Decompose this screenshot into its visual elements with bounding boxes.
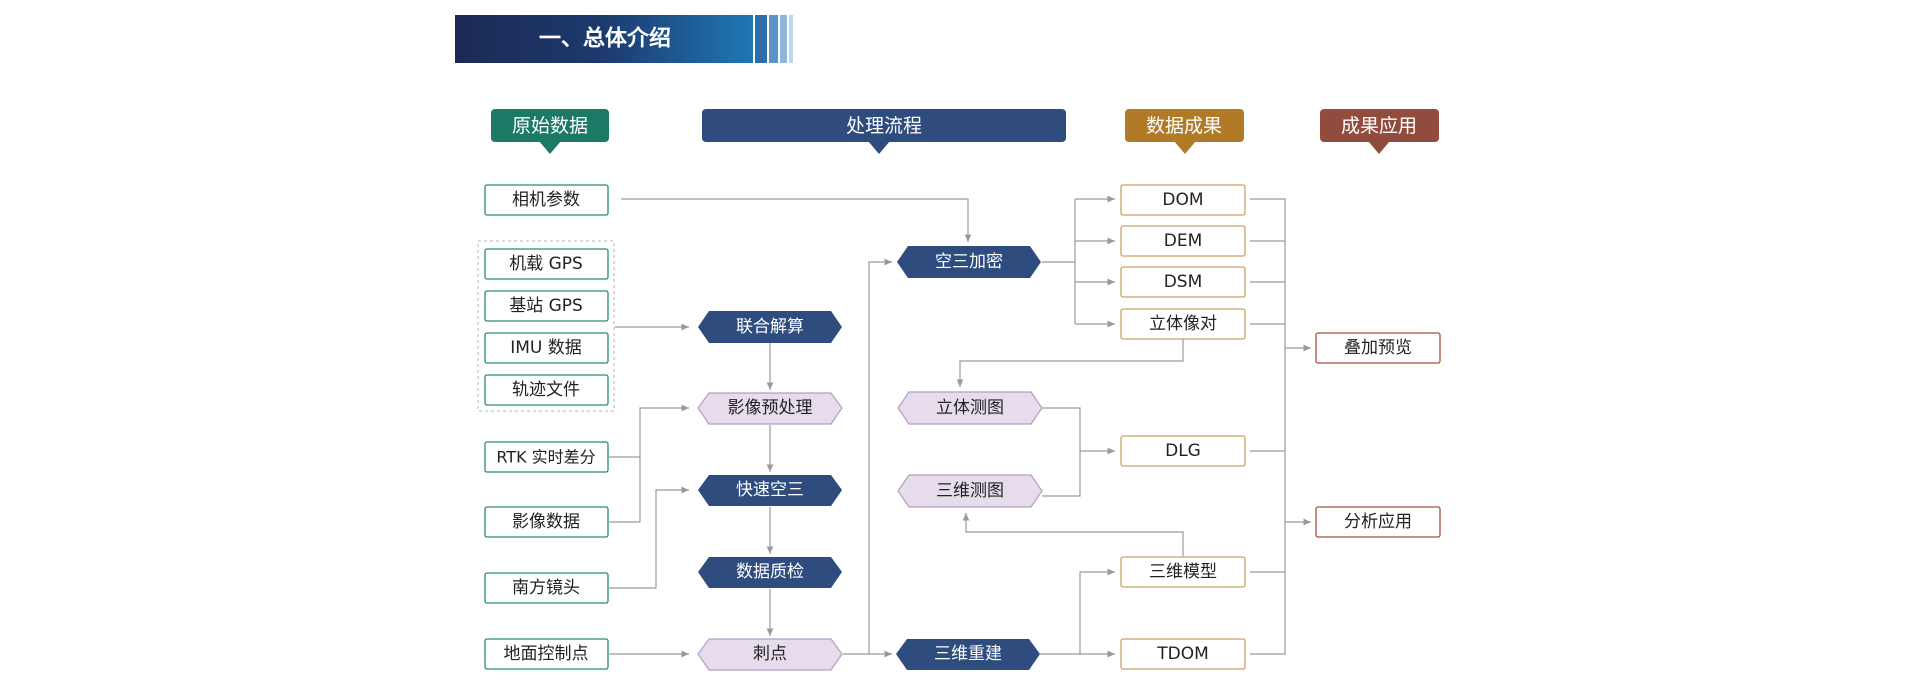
- node-joint-solution-label: 联合解算: [736, 317, 804, 337]
- gps-group-frame: [477, 240, 615, 412]
- node-quick-at: 快速空三: [698, 475, 842, 506]
- edge-model-to-3d-mapping: [962, 513, 1184, 556]
- node-stereo-pair-label: 立体像对: [1149, 314, 1217, 334]
- node-overlay-preview-label: 叠加预览: [1344, 338, 1412, 358]
- node-3d-model-label: 三维模型: [1149, 562, 1217, 582]
- node-pricking: 刺点: [697, 638, 843, 671]
- node-dsm-label: DSM: [1164, 272, 1203, 292]
- edge-mapping-to-dlg-bracket: [1042, 407, 1081, 497]
- node-airborne-gps-label: 机载 GPS: [509, 254, 583, 274]
- edge-stereo-pair-to-stereo-mapping: [956, 339, 1184, 387]
- node-preprocess-label: 影像预处理: [728, 398, 813, 418]
- node-dem: DEM: [1120, 225, 1246, 257]
- node-trajectory: 轨迹文件: [484, 374, 609, 406]
- page-title: 一、总体介绍: [539, 26, 671, 52]
- node-gcp: 地面控制点: [484, 638, 609, 670]
- node-3d-mapping: 三维测图: [897, 474, 1043, 508]
- node-trajectory-label: 轨迹文件: [512, 380, 580, 400]
- node-aerotriangulation: 空三加密: [897, 246, 1041, 278]
- node-aerotriangulation-label: 空三加密: [935, 252, 1003, 272]
- node-dlg-label: DLG: [1165, 441, 1201, 461]
- node-quick-at-label: 快速空三: [736, 480, 804, 500]
- node-joint-solution: 联合解算: [698, 311, 842, 343]
- node-dlg: DLG: [1120, 435, 1246, 467]
- node-dom: DOM: [1120, 184, 1246, 216]
- column-header-process: 处理流程: [702, 109, 1066, 154]
- node-pricking-label: 刺点: [753, 644, 787, 664]
- column-header-results: 数据成果: [1125, 109, 1244, 154]
- edge-lens-to-quickat: [609, 486, 689, 589]
- edge-camera-to-at: [621, 198, 972, 242]
- edge-rtk-to-preprocess: [609, 404, 689, 458]
- column-header-apps: 成果应用: [1320, 109, 1439, 154]
- node-rtk-label: RTK 实时差分: [496, 448, 595, 467]
- node-analysis: 分析应用: [1315, 506, 1441, 538]
- node-3d-mapping-label: 三维测图: [936, 481, 1004, 501]
- connectors: [609, 195, 1311, 658]
- node-dom-label: DOM: [1162, 190, 1203, 210]
- node-stereo-mapping-label: 立体测图: [936, 398, 1004, 418]
- node-dsm: DSM: [1120, 266, 1246, 298]
- edge-reconstruction-to-model: [1040, 568, 1115, 655]
- node-overlay-preview: 叠加预览: [1315, 332, 1441, 364]
- edge-imagery-to-preprocess: [609, 457, 641, 523]
- node-stereo-pair: 立体像对: [1120, 308, 1246, 340]
- node-dem-label: DEM: [1164, 231, 1203, 251]
- column-header-raw: 原始数据: [491, 109, 609, 154]
- node-analysis-label: 分析应用: [1344, 512, 1412, 532]
- node-camera-params-label: 相机参数: [512, 190, 580, 210]
- edge-pricking-to-at: [843, 258, 892, 655]
- section-title-banner: 一、总体介绍: [455, 15, 793, 63]
- node-imu: IMU 数据: [484, 332, 609, 364]
- column-header-raw-label: 原始数据: [512, 115, 588, 137]
- node-preprocess: 影像预处理: [697, 392, 843, 425]
- node-quality-check-label: 数据质检: [736, 562, 804, 582]
- node-quality-check: 数据质检: [698, 557, 842, 588]
- node-lens: 南方镜头: [484, 572, 609, 604]
- node-imagery: 影像数据: [484, 506, 609, 538]
- node-3d-reconstruction: 三维重建: [896, 639, 1040, 670]
- node-base-gps-label: 基站 GPS: [509, 296, 583, 316]
- node-tdom-label: TDOM: [1156, 644, 1209, 664]
- node-gcp-label: 地面控制点: [504, 644, 589, 664]
- column-header-apps-label: 成果应用: [1341, 115, 1417, 137]
- column-header-results-label: 数据成果: [1146, 115, 1222, 137]
- column-header-process-label: 处理流程: [846, 115, 922, 137]
- node-airborne-gps: 机载 GPS: [484, 248, 609, 280]
- node-rtk: RTK 实时差分: [484, 441, 609, 473]
- node-camera-params: 相机参数: [484, 184, 609, 216]
- edge-results-bus: [1250, 198, 1286, 655]
- node-3d-reconstruction-label: 三维重建: [934, 644, 1002, 664]
- node-tdom: TDOM: [1120, 638, 1246, 670]
- node-stereo-mapping: 立体测图: [897, 391, 1043, 425]
- node-imagery-label: 影像数据: [512, 512, 580, 532]
- node-imu-label: IMU 数据: [510, 338, 582, 358]
- node-lens-label: 南方镜头: [512, 578, 580, 598]
- node-base-gps: 基站 GPS: [484, 290, 609, 322]
- node-3d-model: 三维模型: [1120, 556, 1246, 588]
